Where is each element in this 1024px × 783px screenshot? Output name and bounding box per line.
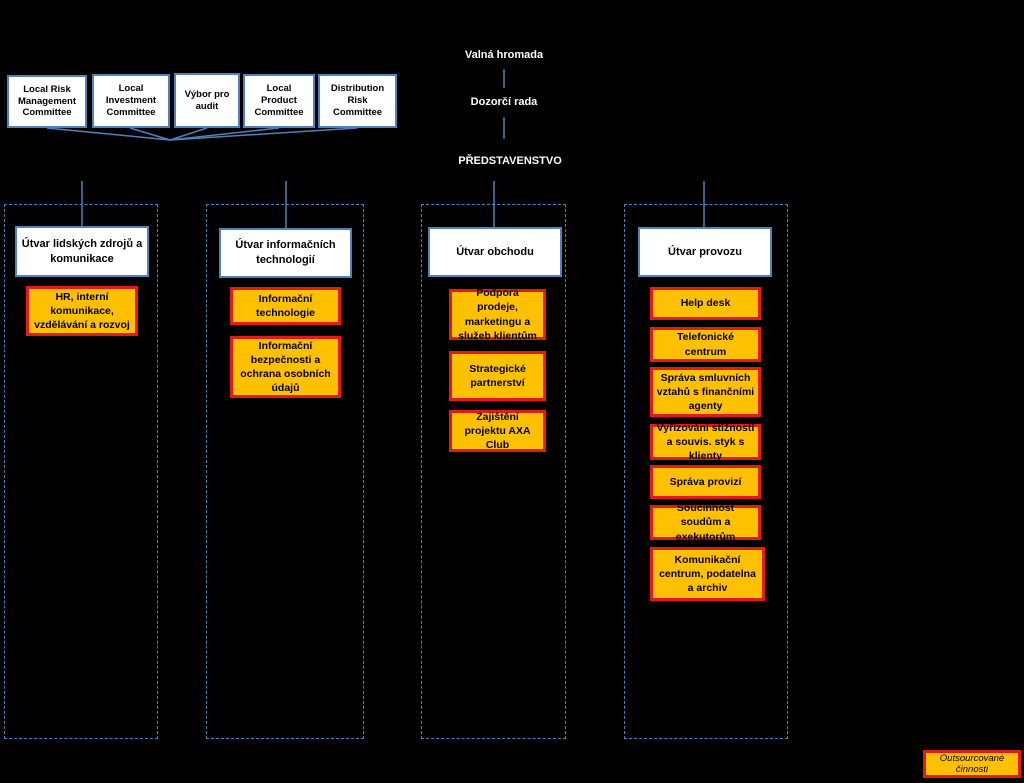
activity-commissions: Správa provizí [650,465,761,499]
activity-communication-centre: Komunikační centrum, podatelna a archiv [650,547,765,601]
dept-hr: Útvar lidských zdrojů a komunikace [15,226,149,277]
activity-info-security: Informační bezpečnosti a ochrana osobníc… [230,336,341,398]
committee-local-risk-management: Local Risk Management Committee [7,75,87,128]
activity-sales-support: Podpora prodeje, marketingu a služeb kli… [449,287,546,342]
activity-complaints: Vyřizování stížností a souvis. styk s kl… [650,422,761,462]
activity-it: Informační technologie [230,287,341,325]
dept-sales: Útvar obchodu [428,227,562,277]
activity-call-centre: Telefonické centrum [650,327,761,362]
activity-help-desk: Help desk [650,287,761,320]
committee-local-investment: Local Investment Committee [92,74,170,128]
group-operations [624,204,788,739]
supervisory-board-label: Dozorčí rada [470,96,538,108]
committee-distribution-risk: Distribution Risk Committee [318,74,397,128]
group-it [206,204,364,739]
board-of-directors-label: PŘEDSTAVENSTVO [458,155,562,167]
general-meeting-label: Valná hromada [464,49,544,61]
activity-agent-contracts: Správa smluvních vztahů s finančními age… [650,367,761,417]
activity-court-cooperation: Součinnost soudům a exekutorům [650,502,761,543]
activity-hr-communication: HR, interní komunikace, vzdělávání a roz… [26,286,138,336]
dept-operations: Útvar provozu [638,227,772,277]
committee-local-product: Local Product Committee [243,74,315,128]
committee-audit: Výbor pro audit [174,73,240,128]
group-hr [4,204,158,739]
dept-it: Útvar informačních technologií [219,228,352,278]
group-sales [421,204,566,739]
activity-strategic-partnership: Strategické partnerství [449,351,546,401]
activity-axa-club: Zajištění projektu AXA Club [449,410,546,452]
legend-outsourced: Outsourcované činnosti [923,750,1021,778]
